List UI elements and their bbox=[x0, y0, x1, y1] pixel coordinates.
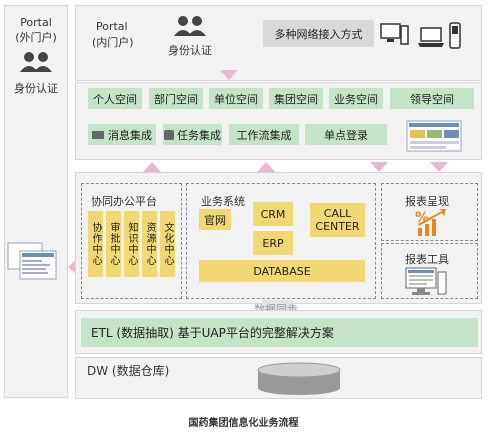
report-display-box bbox=[381, 183, 478, 241]
figure-caption: 国药集团信息化业务流程 bbox=[188, 418, 299, 429]
space-department: 部门空间 bbox=[149, 88, 203, 109]
biz-call-center: CALL CENTER bbox=[310, 203, 365, 237]
space-leader: 领导空间 bbox=[390, 88, 474, 109]
database-cylinder-icon bbox=[257, 362, 341, 395]
inner-auth-label: 身份认证 bbox=[168, 44, 212, 57]
biz-database: DATABASE bbox=[199, 260, 365, 282]
business-system-box bbox=[186, 183, 376, 299]
integration-workflow: 工作流集成 bbox=[229, 124, 299, 145]
arrow-down-to-reports-2 bbox=[430, 162, 448, 172]
dw-label: DW (数据仓库) bbox=[87, 364, 170, 378]
office-col-culture: 文化中心 bbox=[160, 211, 175, 277]
integration-sso: 单点登录 bbox=[305, 124, 387, 145]
office-col-approval: 审批中心 bbox=[106, 211, 121, 277]
biz-erp: ERP bbox=[253, 231, 293, 255]
arrow-up-from-business bbox=[257, 162, 275, 172]
office-platform-title: 协同办公平台 bbox=[91, 195, 157, 208]
report-tool-computer-icon bbox=[405, 267, 447, 295]
report-thumbnail-icon bbox=[7, 242, 57, 280]
inner-portal-title: Portal bbox=[96, 20, 128, 33]
space-group: 集团空间 bbox=[269, 88, 323, 109]
network-access-box: 多种网络接入方式 bbox=[263, 20, 374, 47]
space-business: 业务空间 bbox=[329, 88, 383, 109]
outer-portal-title: Portal bbox=[20, 16, 52, 29]
space-unit: 单位空间 bbox=[209, 88, 263, 109]
office-col-resource: 资源中心 bbox=[142, 211, 157, 277]
integration-task: 任务集成 bbox=[163, 124, 222, 145]
biz-crm: CRM bbox=[253, 202, 293, 226]
outer-portal-subtitle: (外门户) bbox=[15, 31, 57, 44]
percent-growth-icon: % bbox=[415, 209, 446, 236]
space-personal: 个人空间 bbox=[88, 88, 142, 109]
users-icon bbox=[174, 16, 206, 36]
arrow-up-from-office bbox=[143, 162, 161, 172]
biz-official-site: 官网 bbox=[199, 209, 231, 230]
report-tool-title: 报表工具 bbox=[405, 253, 449, 266]
arrow-left-to-report-thumb bbox=[68, 258, 78, 276]
arrow-down-to-spaces bbox=[220, 70, 238, 80]
office-col-knowledge: 知识中心 bbox=[124, 211, 139, 277]
inner-portal-subtitle: (内门户) bbox=[92, 36, 134, 49]
desktop-computer-icon bbox=[380, 23, 409, 45]
report-display-title: 报表呈现 bbox=[405, 195, 449, 208]
users-icon bbox=[20, 52, 52, 72]
outer-auth-label: 身份认证 bbox=[14, 82, 58, 95]
report-tool-box bbox=[381, 243, 478, 299]
office-col-collab: 协作中心 bbox=[88, 211, 103, 277]
integration-message: 消息集成 bbox=[88, 124, 156, 145]
business-system-title: 业务系统 bbox=[201, 195, 245, 208]
arrow-down-to-reports bbox=[370, 162, 388, 172]
mobile-phone-icon bbox=[449, 22, 461, 49]
office-platform-box bbox=[81, 183, 182, 299]
etl-bar: ETL (数据抽取) 基于UAP平台的完整解决方案 bbox=[81, 318, 478, 347]
dashboard-thumbnail-icon bbox=[406, 120, 462, 152]
laptop-icon bbox=[418, 27, 444, 47]
